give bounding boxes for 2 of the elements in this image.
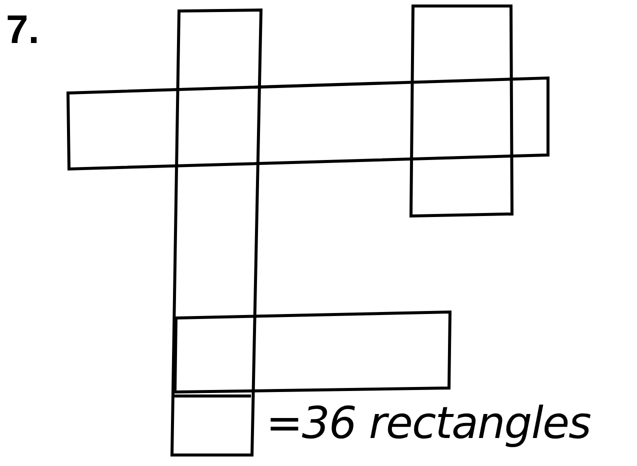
answer-text: =36 rectangles <box>266 398 590 449</box>
problem-number: 7. <box>6 8 40 53</box>
